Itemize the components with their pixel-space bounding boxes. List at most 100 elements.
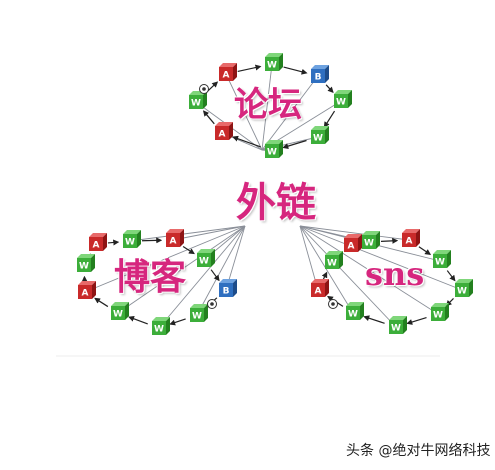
cube-top (89, 233, 107, 237)
cube-top (219, 279, 237, 283)
cube-side (204, 304, 208, 322)
cube-top (344, 234, 362, 238)
cube-front (265, 144, 279, 158)
node-letter: A (223, 71, 230, 81)
node-letter: A (219, 130, 226, 140)
cube-front (265, 57, 279, 71)
forum-node-b: B (311, 65, 329, 83)
cube-front (123, 234, 137, 248)
spoke-line (261, 63, 273, 151)
ring-arrow (237, 64, 262, 73)
cube-side (91, 254, 95, 272)
cube-side (447, 250, 451, 268)
cube-side (416, 229, 420, 247)
cube-front (311, 283, 325, 297)
forum-node-w: W (311, 126, 329, 144)
forum-node-w: W (265, 53, 283, 71)
cube-front (89, 237, 103, 251)
ring-arrow (283, 66, 308, 75)
node-letter: W (191, 99, 201, 109)
cube-front (219, 283, 233, 297)
center-label: 外链 (236, 180, 316, 226)
node-letter: W (192, 312, 202, 322)
cube-top (311, 126, 329, 130)
spoke-line (299, 225, 354, 314)
cube-side (103, 233, 107, 251)
cube-side (203, 91, 207, 109)
node-letter: W (125, 238, 135, 248)
cube-front (78, 285, 92, 299)
cube-side (403, 316, 407, 334)
cube-top (455, 279, 473, 283)
spoke-lines (84, 63, 463, 329)
spoke-line (225, 73, 263, 151)
node-letter: W (391, 324, 401, 334)
cube-side (360, 302, 364, 320)
cube-front (334, 94, 348, 108)
cube-top (325, 251, 343, 255)
forum-label: 论坛 (234, 85, 302, 125)
cube-front (433, 254, 447, 268)
cube-side (279, 53, 283, 71)
target-marker-icon (328, 299, 338, 309)
node-letter: A (93, 241, 100, 251)
cube-front (166, 233, 180, 247)
blog-ring-arrows (81, 237, 220, 326)
node-letter: W (457, 287, 467, 297)
ring-arrow (325, 84, 334, 94)
node-letter: A (406, 237, 413, 247)
ring-arrow (282, 139, 307, 149)
blog-node-w: W (152, 317, 170, 335)
cube-front (362, 235, 376, 249)
forum-node-a: A (215, 122, 233, 140)
cube-side (233, 63, 237, 81)
blog-node-w: W (111, 302, 129, 320)
cube-side (233, 279, 237, 297)
cube-front (402, 233, 416, 247)
spoke-line (129, 225, 246, 242)
forum-node-a: A (219, 63, 237, 81)
cube-top (219, 63, 237, 67)
node-letter: W (433, 311, 443, 321)
sns-node-w: W (431, 303, 449, 321)
cube-side (279, 140, 283, 158)
spoke-line (196, 225, 246, 316)
cube-front (152, 321, 166, 335)
ring-arrow (321, 271, 328, 280)
cube-side (137, 230, 141, 248)
ring-arrow (406, 316, 427, 325)
cube-side (325, 126, 329, 144)
spoke-line (299, 225, 410, 241)
cube-side (358, 234, 362, 252)
node-letter: A (170, 237, 177, 247)
cube-top (77, 254, 95, 258)
node-letter: W (113, 310, 123, 320)
node-letter: B (315, 73, 322, 83)
node-letter: B (223, 287, 230, 297)
cube-top (311, 279, 329, 283)
sns-node-w: W (389, 316, 407, 334)
cube-front (215, 126, 229, 140)
cube-side (180, 229, 184, 247)
node-letter: W (313, 134, 323, 144)
blog-node-w: W (197, 249, 215, 267)
node-letter: W (199, 257, 209, 267)
sns-node-a: A (344, 234, 362, 252)
sns-node-w: W (325, 251, 343, 269)
cube-top (431, 303, 449, 307)
spoke-line (261, 75, 319, 151)
ring-arrow (363, 315, 385, 324)
node-letter: A (82, 289, 89, 299)
ring-arrow (418, 246, 432, 255)
cube-top (346, 302, 364, 306)
ring-arrow (232, 135, 261, 148)
cube-front (189, 95, 203, 109)
cube-top (152, 317, 170, 321)
cube-front (325, 255, 339, 269)
cube-top (362, 231, 380, 235)
sns-node-w: W (346, 302, 364, 320)
blog-node-w: W (123, 230, 141, 248)
cube-side (325, 279, 329, 297)
